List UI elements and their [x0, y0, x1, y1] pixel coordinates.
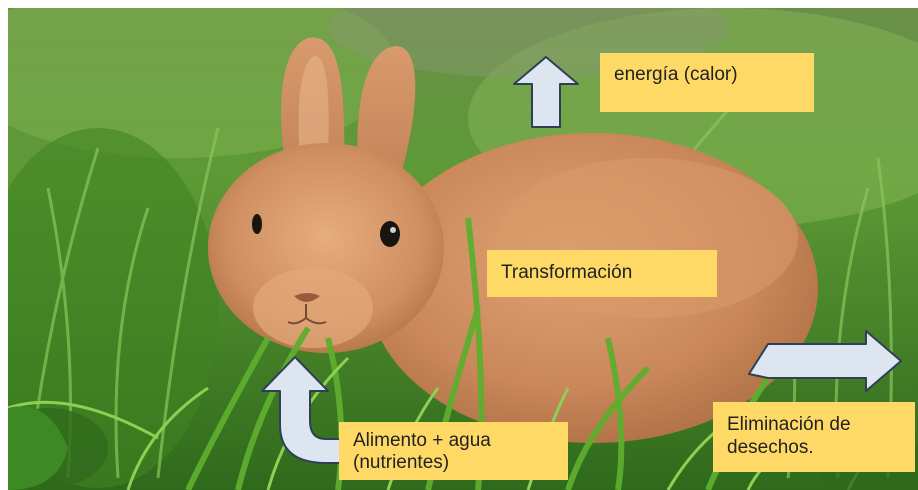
transformation-label: Transformación	[487, 250, 717, 297]
waste-elimination-label: Eliminación de desechos.	[713, 402, 915, 472]
nutrients-text: (nutrientes)	[353, 452, 450, 473]
energy-heat-text: energía (calor)	[614, 64, 738, 85]
arrow-right-icon	[748, 330, 902, 392]
energy-heat-label: energía (calor)	[600, 53, 814, 112]
food-water-text: Alimento + agua	[353, 430, 491, 451]
transformation-text: Transformación	[501, 262, 633, 283]
waste-text: desechos.	[727, 437, 814, 458]
arrow-up-icon	[513, 56, 579, 128]
waste-elimination-text: Eliminación de	[727, 414, 851, 435]
food-water-label: Alimento + agua (nutrientes)	[339, 422, 568, 480]
u-turn-arrow-icon	[261, 356, 343, 464]
